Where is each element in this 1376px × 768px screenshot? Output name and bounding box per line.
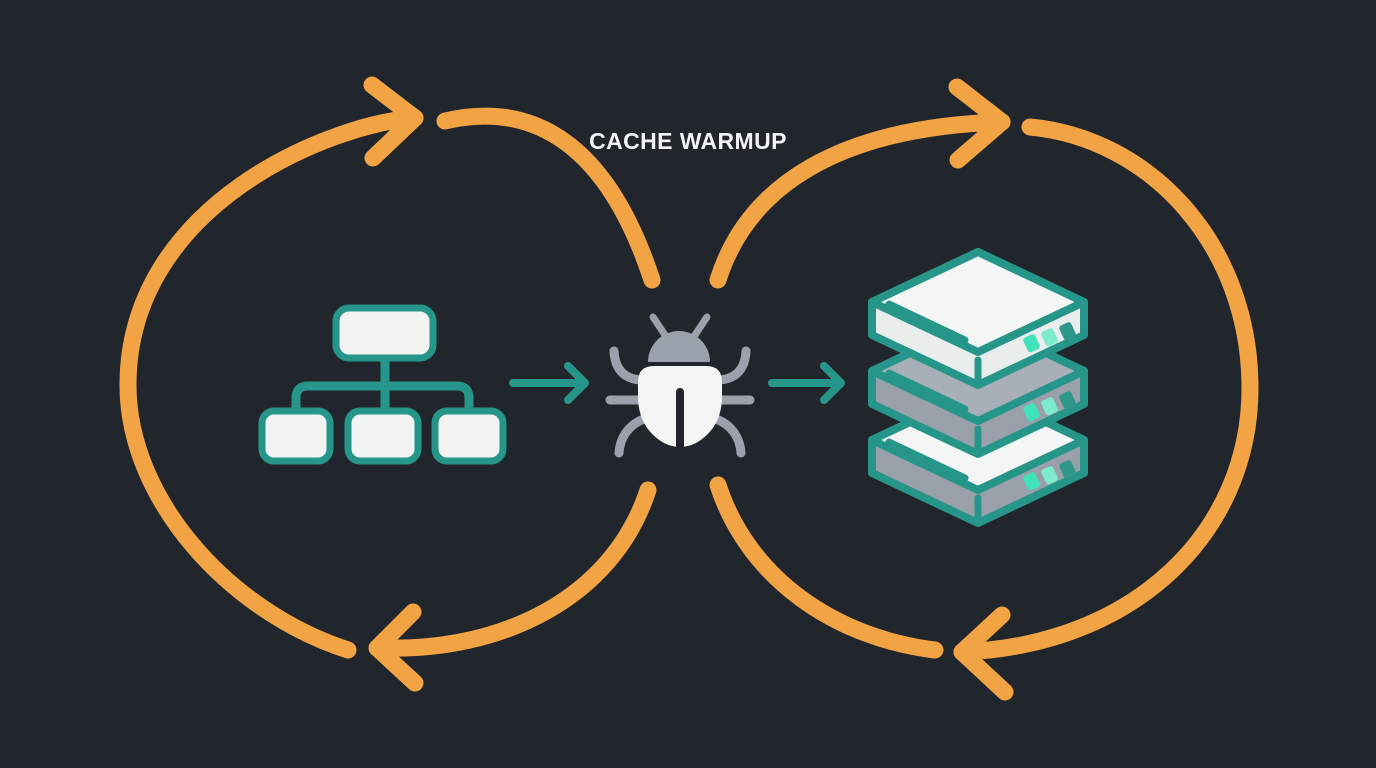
led-light — [1023, 403, 1040, 422]
led-light — [1041, 466, 1058, 485]
slab-accent-line — [885, 300, 969, 344]
sitemap-child-node — [431, 407, 507, 465]
led-light — [1041, 328, 1058, 347]
arrowhead-right-icon — [820, 362, 845, 404]
bug-leg — [712, 346, 751, 385]
arrowhead-right-icon — [564, 362, 589, 404]
cycle-arc — [709, 476, 944, 659]
arrowhead-left-icon — [368, 603, 424, 692]
bug-leg — [614, 414, 649, 458]
sitemap-icon — [258, 304, 507, 465]
sitemap-connector — [291, 381, 474, 416]
slab-top — [868, 248, 1088, 356]
flow-arrow-crawler-to-cache — [768, 362, 845, 404]
cycle-arc — [709, 113, 1011, 289]
sitemap-root-node — [332, 304, 437, 362]
cycle-arc — [436, 107, 661, 289]
bug-head — [648, 331, 710, 362]
sitemap-child-node — [258, 407, 334, 465]
slab-accent-line — [885, 369, 969, 413]
cycle-arc — [119, 109, 424, 659]
sitemap-child-node — [344, 407, 422, 465]
flow-arrow-sitemap-to-crawler — [509, 362, 589, 404]
bug-leg — [609, 346, 648, 385]
cycle-arc — [376, 481, 657, 657]
left-cycle-arrow — [119, 76, 661, 692]
server-slab-top — [868, 248, 1088, 389]
led-light — [1023, 334, 1040, 353]
led-light — [1023, 472, 1040, 491]
server-stack-icon — [868, 248, 1088, 527]
bug-icon — [605, 313, 755, 458]
led-light — [1059, 322, 1076, 341]
arrowhead-right-icon — [363, 76, 424, 167]
bug-leg — [711, 414, 746, 458]
bug-antenna — [649, 313, 671, 342]
slab-accent-line — [885, 438, 969, 482]
right-cycle-arrow — [709, 78, 1259, 701]
arrowhead-right-icon — [948, 78, 1011, 169]
led-light — [1059, 460, 1076, 479]
led-light — [1059, 391, 1076, 410]
bug-antenna — [689, 313, 711, 342]
led-light — [1041, 397, 1058, 416]
cycle-arc — [953, 118, 1259, 661]
arrowhead-left-icon — [953, 606, 1014, 701]
diagram-title: CACHE WARMUP — [589, 128, 787, 154]
